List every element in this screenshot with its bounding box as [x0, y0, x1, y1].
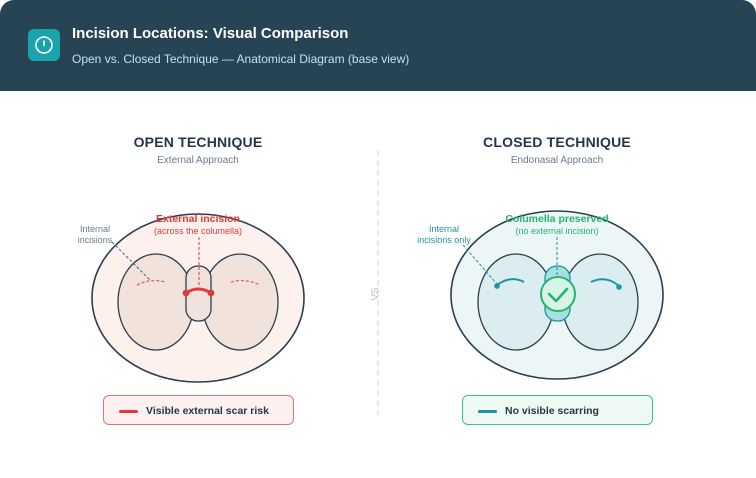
page-subtitle: Open vs. Closed Technique — Anatomical D… [72, 52, 410, 66]
closed-internal-incision-right [590, 278, 620, 287]
open-callout-title: External incision [156, 213, 240, 225]
open-legend-swatch [119, 410, 138, 413]
open-left-nostril [117, 253, 195, 351]
open-legend: Visible external scar risk [103, 395, 294, 425]
closed-technique-title: CLOSED TECHNIQUE [483, 134, 631, 150]
open-side-label-line1: Internal [80, 224, 110, 234]
open-right-nostril [201, 253, 279, 351]
check-icon [547, 287, 569, 303]
open-callout-subtitle: (across the columella) [154, 226, 242, 236]
closed-internal-incision-left [496, 278, 525, 286]
closed-callout-title: Columella preserved [505, 213, 608, 225]
open-technique-title: OPEN TECHNIQUE [133, 134, 263, 150]
closed-legend-label: No visible scarring [505, 405, 599, 417]
open-technique-subtitle: External Approach [157, 155, 239, 166]
open-nose-diagram: External incision (across the columella)… [78, 213, 305, 383]
open-side-leader [111, 241, 151, 281]
closed-callout-subtitle: (no external incision) [515, 226, 598, 236]
open-side-label-line2: incisions [78, 235, 113, 245]
closed-side-leader [462, 244, 498, 285]
compass-icon [28, 29, 60, 61]
closed-incision-dot-right [616, 284, 622, 290]
vs-label: VS [370, 287, 381, 301]
page-title: Incision Locations: Visual Comparison [72, 25, 349, 42]
open-internal-incision-right [230, 279, 261, 286]
check-badge [540, 276, 576, 312]
open-legend-label: Visible external scar risk [146, 405, 269, 417]
header: Incision Locations: Visual Comparison Op… [0, 0, 756, 91]
open-incision-end-right [207, 289, 215, 297]
closed-nose-diagram: Columella preserved (no external incisio… [417, 210, 664, 380]
open-incision-end-left [182, 289, 190, 297]
open-internal-incision-left [136, 279, 166, 286]
closed-side-label-line2: incisions only [417, 235, 471, 245]
closed-incision-dot-left [494, 283, 500, 289]
closed-technique-subtitle: Endonasal Approach [510, 155, 604, 166]
closed-side-label-line1: Internal [429, 224, 459, 234]
closed-legend: No visible scarring [462, 395, 653, 425]
closed-legend-swatch [478, 410, 497, 413]
